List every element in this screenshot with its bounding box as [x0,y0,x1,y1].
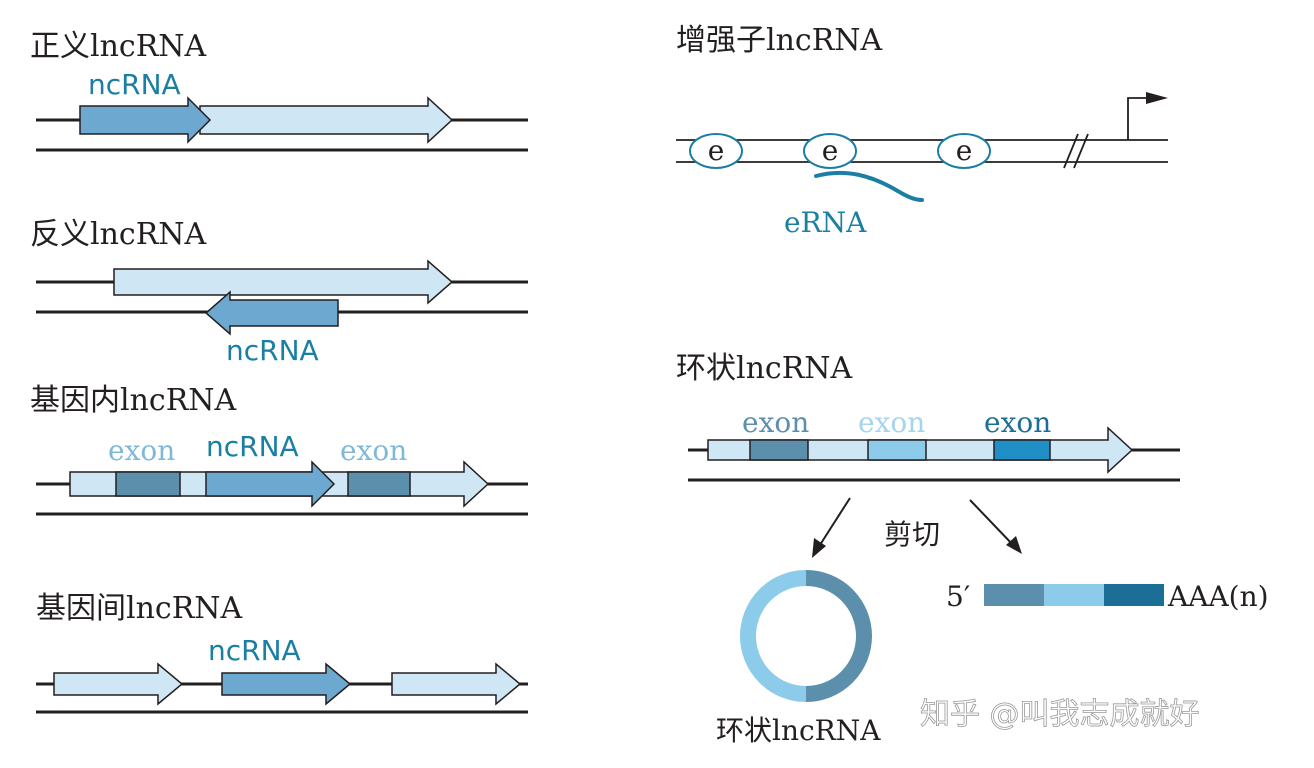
enhancer-promoter-arrowhead [1146,92,1168,104]
circular-exon2-block [867,439,927,461]
panel-circular: 环状lncRNA exon exon exon 剪切 环状lncRNA 5′ A… [676,351,1269,747]
intergenic-ncrna-label: ncRNA [208,634,301,667]
enhancer-title: 增强子lncRNA [676,23,883,58]
circular-ring-dark-half [805,570,872,702]
intronic-exon-left-block [115,471,181,497]
enhancer-erna-strand [814,170,924,202]
circular-ring-light-half [740,570,807,702]
intronic-ncrna-arrow [205,460,336,508]
sense-ncrna-label: ncRNA [88,68,181,101]
enhancer-break-mark-2 [1073,133,1089,169]
linear-segment-3 [1104,584,1164,606]
sense-title: 正义lncRNA [30,29,207,64]
circular-title: 环状lncRNA [676,351,853,386]
antisense-gene-arrow [113,259,454,305]
circular-exon3-block [993,439,1051,461]
panel-intronic: 基因内lncRNA exon ncRNA exon [30,383,528,516]
intronic-exon-left-label: exon [108,434,175,467]
sense-ncrna-arrow [79,96,212,144]
circular-exon1-label: exon [742,406,809,439]
enhancer-e1: e [708,134,725,167]
enhancer-break-mark-1 [1063,133,1079,169]
circular-exon3-label: exon [984,406,1051,439]
circular-splice-arrow-left [817,497,851,549]
intergenic-gene-arrow-left [53,662,184,706]
panel-antisense: 反义lncRNA ncRNA [30,217,528,367]
enhancer-erna-label: eRNA [784,206,867,239]
intronic-exon-right-label: exon [340,434,407,467]
enhancer-ellipse-2 [803,133,857,169]
circular-polya-label: AAA(n) [1167,580,1269,613]
enhancer-ellipse-1 [689,133,743,169]
circular-five-prime: 5′ [946,580,970,613]
intronic-ncrna-label: ncRNA [206,430,299,463]
circular-exon1-block [749,439,809,461]
intergenic-gene-arrow-right [391,662,522,706]
sense-gene-arrow [199,96,454,144]
enhancer-promoter-arrow [1127,97,1150,140]
intronic-title: 基因内lncRNA [30,383,237,418]
antisense-ncrna-arrow [204,290,339,336]
panel-intergenic: 基因间lncRNA ncRNA [36,591,528,714]
enhancer-ellipse-3 [937,133,991,169]
circular-splice-arrowhead-right [1006,536,1022,554]
intronic-exon-right-block [347,471,411,497]
enhancer-e2: e [822,134,839,167]
antisense-title: 反义lncRNA [30,217,207,252]
intergenic-ncrna-arrow [221,662,352,706]
enhancer-e3: e [956,134,973,167]
linear-segment-1 [984,584,1044,606]
circular-splice-arrow-right [969,499,1015,547]
linear-segment-2 [1044,584,1104,606]
circular-splice-arrowhead-left [812,538,826,558]
watermark-text: 知乎 @叫我志成就好 [920,697,1200,732]
panel-enhancer: 增强子lncRNA e e e eRNA [676,23,1168,239]
antisense-ncrna-label: ncRNA [226,334,319,367]
panel-sense: 正义lncRNA ncRNA [30,29,528,152]
intergenic-title: 基因间lncRNA [36,591,243,626]
circular-splice-label: 剪切 [884,518,940,551]
circular-exon2-label: exon [858,406,925,439]
circular-ring-label: 环状lncRNA [716,714,881,747]
